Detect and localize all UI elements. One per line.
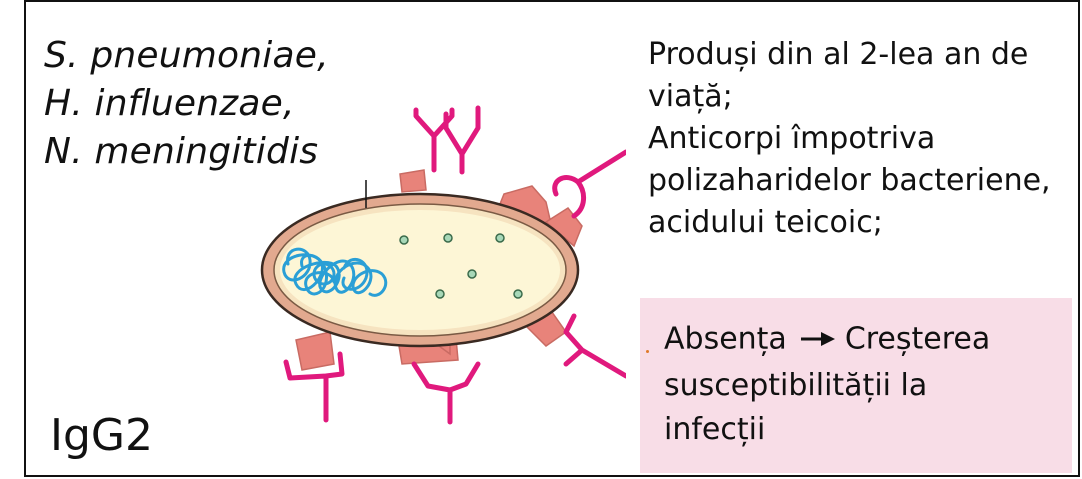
antigen-bottom-left [296, 332, 334, 370]
info-line-5: acidului teicoic; [648, 202, 1068, 244]
note-line-1: Absența Creșterea [664, 316, 990, 364]
note-line-2: susceptibilității la [664, 364, 990, 408]
stray-dot [646, 350, 649, 353]
antibody-y-icon [566, 316, 626, 376]
info-text: Produși din al 2-lea an de viață; Antico… [648, 34, 1068, 244]
antibody-class-label: IgG2 [50, 410, 153, 462]
info-line-3: Anticorpi împotriva [648, 118, 1068, 160]
note-absence: Absența [664, 322, 787, 357]
info-line-2: viață; [648, 76, 1068, 118]
note-box: Absența Creșterea susceptibilității la in… [640, 298, 1072, 473]
antigen-top-left [400, 170, 426, 192]
antibody-y-icon [555, 152, 626, 216]
bacterium-illustration [26, 2, 626, 479]
note-increase: Creșterea [845, 322, 990, 357]
arrow-right-icon [801, 316, 835, 360]
info-line-1: Produși din al 2-lea an de [648, 34, 1068, 76]
figure-frame: S. pneumoniae, H. influenzae, N. meningi… [24, 0, 1080, 477]
info-line-4: polizaharidelor bacteriene, [648, 160, 1068, 202]
antibody-y-icon [414, 364, 478, 422]
note-text: Absența Creșterea susceptibilității la in… [664, 316, 990, 452]
note-line-3: infecții [664, 408, 990, 452]
